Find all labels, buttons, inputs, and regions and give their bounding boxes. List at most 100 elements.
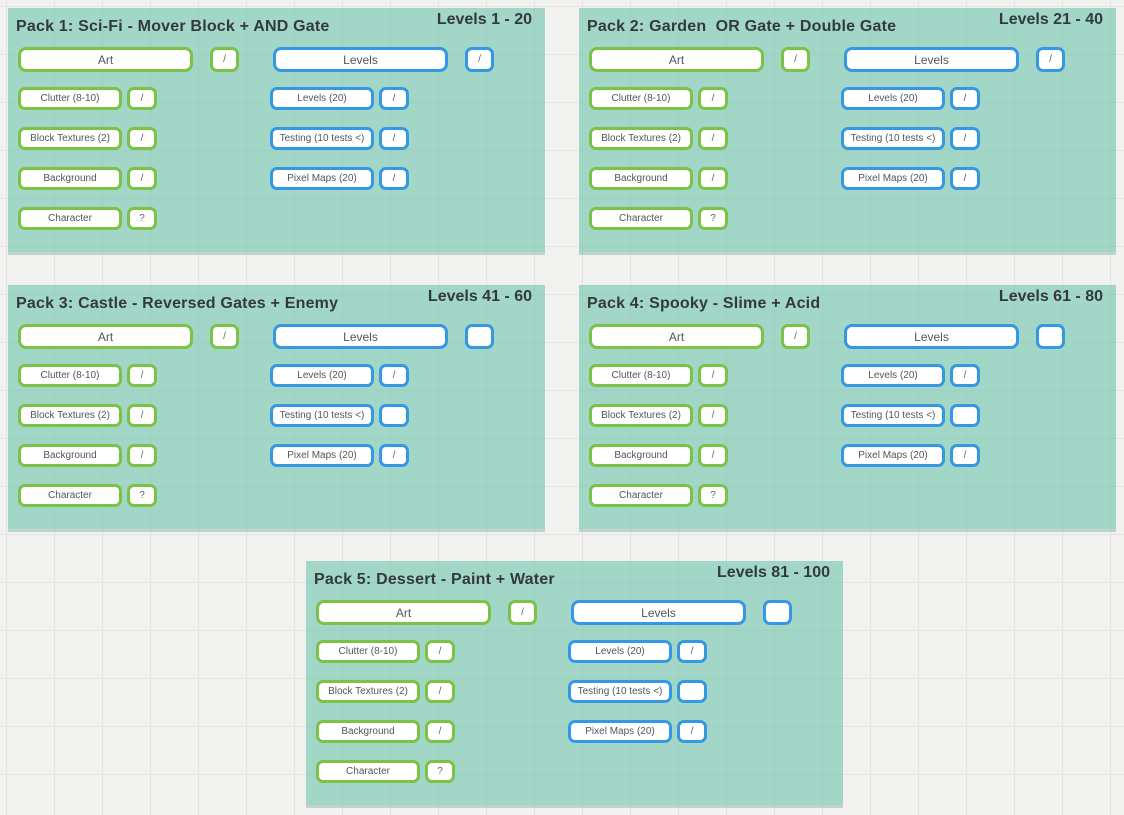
levels-item-card[interactable]: Levels (20) bbox=[270, 364, 374, 387]
art-item-card[interactable]: Background bbox=[18, 167, 122, 190]
art-item-status-box[interactable]: ? bbox=[127, 484, 157, 507]
art-item-card[interactable]: Block Textures (2) bbox=[18, 404, 122, 427]
art-header-status-box[interactable]: / bbox=[781, 47, 810, 72]
levels-item-card[interactable]: Testing (10 tests <) bbox=[568, 680, 672, 703]
art-header-status-box[interactable]: / bbox=[781, 324, 810, 349]
pack-card[interactable]: Pack 5: Dessert - Paint + Water Levels 8… bbox=[306, 561, 843, 805]
art-item-status-box[interactable]: ? bbox=[127, 207, 157, 230]
art-item-status-box[interactable]: / bbox=[127, 167, 157, 190]
art-header-card[interactable]: Art bbox=[316, 600, 491, 625]
levels-header-status-box[interactable]: / bbox=[1036, 47, 1065, 72]
levels-header-card[interactable]: Levels bbox=[273, 47, 448, 72]
levels-item-card[interactable]: Pixel Maps (20) bbox=[270, 167, 374, 190]
art-item-status-box[interactable]: / bbox=[127, 364, 157, 387]
levels-header-status-box[interactable] bbox=[1036, 324, 1065, 349]
art-item-status-box[interactable]: / bbox=[698, 167, 728, 190]
levels-item-card[interactable]: Pixel Maps (20) bbox=[841, 444, 945, 467]
levels-item-status-box[interactable]: / bbox=[379, 127, 409, 150]
levels-item-card[interactable]: Pixel Maps (20) bbox=[270, 444, 374, 467]
levels-item-card[interactable]: Testing (10 tests <) bbox=[841, 404, 945, 427]
art-item-card[interactable]: Block Textures (2) bbox=[316, 680, 420, 703]
levels-item-card[interactable]: Testing (10 tests <) bbox=[270, 404, 374, 427]
levels-item-status-box[interactable]: / bbox=[677, 640, 707, 663]
art-item-status-box[interactable]: / bbox=[698, 127, 728, 150]
art-item-card[interactable]: Clutter (8-10) bbox=[18, 364, 122, 387]
levels-item-status-box[interactable] bbox=[950, 404, 980, 427]
art-header-card[interactable]: Art bbox=[18, 47, 193, 72]
levels-item-card[interactable]: Levels (20) bbox=[841, 364, 945, 387]
art-item-row: Background / bbox=[589, 444, 728, 467]
art-item-status-box[interactable]: ? bbox=[425, 760, 455, 783]
art-item-card[interactable]: Block Textures (2) bbox=[18, 127, 122, 150]
art-item-status-box[interactable]: / bbox=[425, 640, 455, 663]
levels-header-status-box[interactable]: / bbox=[465, 47, 494, 72]
levels-item-status-box[interactable]: / bbox=[950, 364, 980, 387]
art-item-card[interactable]: Character bbox=[589, 484, 693, 507]
pack-card[interactable]: Pack 2: Garden OR Gate + Double Gate Lev… bbox=[579, 8, 1116, 252]
levels-item-status-box[interactable]: / bbox=[950, 87, 980, 110]
art-item-status-box[interactable]: ? bbox=[698, 207, 728, 230]
art-item-card[interactable]: Background bbox=[316, 720, 420, 743]
levels-header-status-box[interactable] bbox=[465, 324, 494, 349]
art-item-card[interactable]: Background bbox=[589, 444, 693, 467]
levels-item-card[interactable]: Levels (20) bbox=[841, 87, 945, 110]
art-item-card[interactable]: Character bbox=[18, 207, 122, 230]
art-item-card[interactable]: Clutter (8-10) bbox=[18, 87, 122, 110]
levels-item-status-box[interactable]: / bbox=[379, 444, 409, 467]
art-item-status-box[interactable]: / bbox=[698, 87, 728, 110]
art-item-card[interactable]: Block Textures (2) bbox=[589, 127, 693, 150]
art-item-card[interactable]: Character bbox=[316, 760, 420, 783]
art-item-card[interactable]: Clutter (8-10) bbox=[589, 87, 693, 110]
art-item-status-box[interactable]: / bbox=[425, 680, 455, 703]
art-item-card[interactable]: Background bbox=[589, 167, 693, 190]
levels-item-card[interactable]: Levels (20) bbox=[568, 640, 672, 663]
pack-card[interactable]: Pack 1: Sci-Fi - Mover Block + AND Gate … bbox=[8, 8, 545, 252]
art-item-status-box[interactable]: / bbox=[127, 404, 157, 427]
art-header-card[interactable]: Art bbox=[589, 324, 764, 349]
art-header-status-box[interactable]: / bbox=[210, 47, 239, 72]
levels-item-status-box[interactable]: / bbox=[379, 167, 409, 190]
levels-item-status-box[interactable]: / bbox=[677, 720, 707, 743]
art-item-card[interactable]: Background bbox=[18, 444, 122, 467]
levels-item-status-box[interactable] bbox=[677, 680, 707, 703]
art-header-status-box[interactable]: / bbox=[210, 324, 239, 349]
art-item-status-box[interactable]: / bbox=[425, 720, 455, 743]
art-item-status-box[interactable]: / bbox=[698, 364, 728, 387]
levels-item-row: Pixel Maps (20) / bbox=[841, 167, 980, 190]
art-item-status-box[interactable]: / bbox=[127, 127, 157, 150]
levels-item-card[interactable]: Pixel Maps (20) bbox=[841, 167, 945, 190]
art-item-status-box[interactable]: / bbox=[127, 87, 157, 110]
art-header-card[interactable]: Art bbox=[589, 47, 764, 72]
pack-card[interactable]: Pack 3: Castle - Reversed Gates + Enemy … bbox=[8, 285, 545, 529]
levels-item-card[interactable]: Testing (10 tests <) bbox=[841, 127, 945, 150]
levels-item-status-box[interactable]: / bbox=[950, 167, 980, 190]
art-item-card[interactable]: Clutter (8-10) bbox=[316, 640, 420, 663]
art-header-card[interactable]: Art bbox=[18, 324, 193, 349]
art-item-status-box[interactable]: ? bbox=[698, 484, 728, 507]
levels-range-label: Levels 61 - 80 bbox=[998, 288, 1103, 305]
levels-item-card[interactable]: Pixel Maps (20) bbox=[568, 720, 672, 743]
levels-item-status-box[interactable] bbox=[379, 404, 409, 427]
levels-item-status-box[interactable]: / bbox=[950, 127, 980, 150]
levels-item-status-box[interactable]: / bbox=[950, 444, 980, 467]
art-item-card[interactable]: Character bbox=[589, 207, 693, 230]
art-header-row: Art / bbox=[589, 324, 810, 349]
levels-item-card[interactable]: Levels (20) bbox=[270, 87, 374, 110]
levels-header-card[interactable]: Levels bbox=[844, 324, 1019, 349]
art-item-card[interactable]: Character bbox=[18, 484, 122, 507]
levels-header-status-box[interactable] bbox=[763, 600, 792, 625]
levels-item-card[interactable]: Testing (10 tests <) bbox=[270, 127, 374, 150]
levels-header-card[interactable]: Levels bbox=[571, 600, 746, 625]
art-item-status-box[interactable]: / bbox=[698, 404, 728, 427]
levels-header-card[interactable]: Levels bbox=[844, 47, 1019, 72]
pack-card[interactable]: Pack 4: Spooky - Slime + Acid Levels 61 … bbox=[579, 285, 1116, 529]
art-item-card[interactable]: Clutter (8-10) bbox=[589, 364, 693, 387]
art-item-status-box[interactable]: / bbox=[698, 444, 728, 467]
levels-item-status-box[interactable]: / bbox=[379, 87, 409, 110]
art-item-card[interactable]: Block Textures (2) bbox=[589, 404, 693, 427]
art-item-status-box[interactable]: / bbox=[127, 444, 157, 467]
levels-item-status-box[interactable]: / bbox=[379, 364, 409, 387]
art-header-status-box[interactable]: / bbox=[508, 600, 537, 625]
levels-header-card[interactable]: Levels bbox=[273, 324, 448, 349]
